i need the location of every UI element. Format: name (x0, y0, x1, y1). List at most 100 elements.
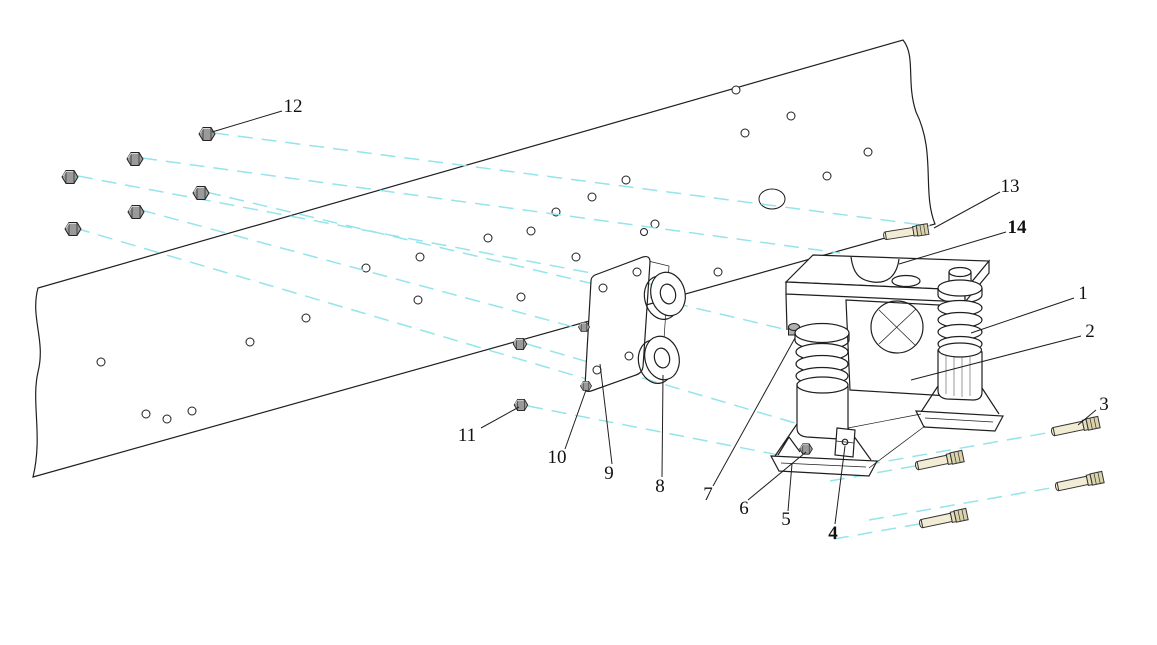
clamp-part-4 (834, 427, 856, 458)
leader-line (970, 297, 1075, 334)
clamp-line (835, 440, 855, 444)
hex-nut (198, 127, 216, 141)
callout-3: 3 (1077, 394, 1109, 426)
rail-hole (516, 292, 526, 302)
rail-hole (187, 406, 197, 416)
rail-hole (863, 147, 873, 157)
frame-rail-outline (32, 39, 936, 478)
foot-base-plate (769, 455, 878, 477)
centerline (526, 343, 847, 439)
spring-cylinder (937, 349, 983, 401)
callout-7: 7 (703, 337, 796, 505)
plate-hole (598, 283, 608, 293)
plate-hole (632, 267, 642, 277)
leader-line (834, 445, 846, 525)
plate-hole (624, 351, 634, 361)
callout-9: 9 (599, 363, 614, 484)
centerline (868, 486, 1057, 521)
callout-2: 2 (910, 321, 1095, 381)
rail-hole (740, 128, 750, 138)
centerline (140, 209, 667, 353)
leader-line (787, 463, 793, 512)
hex-nut (192, 186, 210, 200)
centerline (77, 175, 661, 287)
hex-nut (64, 222, 82, 236)
foot-skirt (920, 385, 1000, 415)
callout-12: 12 (211, 96, 303, 133)
top-bracket-hole (891, 274, 921, 288)
callout-label: 3 (1099, 394, 1109, 415)
spring-cylinder-top (937, 342, 983, 358)
right-spring-unit (914, 266, 1004, 432)
centerline (141, 157, 841, 254)
callout-4: 4 (828, 445, 846, 544)
callout-label: 8 (655, 476, 665, 497)
leader-line (480, 406, 520, 429)
leader-line (933, 191, 1001, 229)
leader-line (898, 231, 1007, 265)
leader-line (1077, 409, 1097, 426)
leader-line (564, 389, 587, 450)
callout-1: 1 (970, 283, 1088, 334)
bolt-7-head (788, 323, 800, 331)
rail-hole (483, 233, 493, 243)
mount-assembly (769, 254, 1004, 477)
callout-6: 6 (739, 451, 807, 519)
spring-cup-top (796, 376, 849, 394)
spring-cap (794, 322, 850, 344)
leader-line (910, 335, 1082, 381)
rail-hole (96, 357, 106, 367)
plate-flange (643, 259, 670, 369)
plate-hole (592, 365, 602, 375)
hex-nut (512, 338, 528, 350)
housing-left-edge (785, 293, 788, 331)
assembly-centerlines (74, 132, 1057, 540)
leader-line (211, 110, 283, 133)
stud-top (948, 266, 972, 278)
spring-cap (937, 279, 983, 297)
clamp-body (834, 427, 856, 458)
callout-label: 4 (828, 523, 838, 544)
saddle-cutout (850, 256, 900, 283)
callout-label: 11 (458, 425, 476, 446)
frame-rail (32, 39, 936, 478)
callout-label: 6 (739, 498, 749, 519)
rubber-bushing-upper (643, 271, 686, 320)
hex-nut (61, 170, 79, 184)
leader-line (661, 374, 664, 478)
hex-nut (126, 152, 144, 166)
foot-base-edge (924, 417, 994, 423)
callout-8: 8 (655, 374, 665, 497)
rail-hole (301, 313, 311, 323)
housing-bore-cross (878, 308, 917, 346)
foot-base-edge (780, 462, 867, 468)
rail-hole (587, 192, 597, 202)
bushing-bore (659, 283, 677, 305)
rail-hole (786, 111, 796, 121)
centerline (74, 227, 591, 381)
callouts: 12 13 14 1 2 3 11 10 (211, 96, 1109, 544)
callout-5: 5 (781, 463, 793, 530)
callout-label: 14 (1008, 217, 1028, 238)
rail-hole (640, 228, 648, 236)
plate-bolt (578, 322, 590, 332)
rail-hole (731, 85, 741, 95)
callout-label: 5 (781, 509, 791, 530)
rail-hole (571, 252, 581, 262)
centerline (864, 431, 1053, 466)
rail-hole (526, 226, 536, 236)
leader-line (747, 451, 807, 501)
rail-hole (245, 337, 255, 347)
housing-bore (870, 300, 924, 354)
cylinder-hatch (945, 356, 971, 397)
rail-hole (415, 252, 425, 262)
callout-label: 7 (703, 484, 713, 505)
hex-nut (127, 205, 145, 219)
callout-10: 10 (548, 389, 587, 468)
mounting-plate (578, 255, 670, 393)
bushing-bore (653, 347, 671, 369)
callout-label: 12 (284, 96, 303, 117)
callout-label: 2 (1085, 321, 1095, 342)
